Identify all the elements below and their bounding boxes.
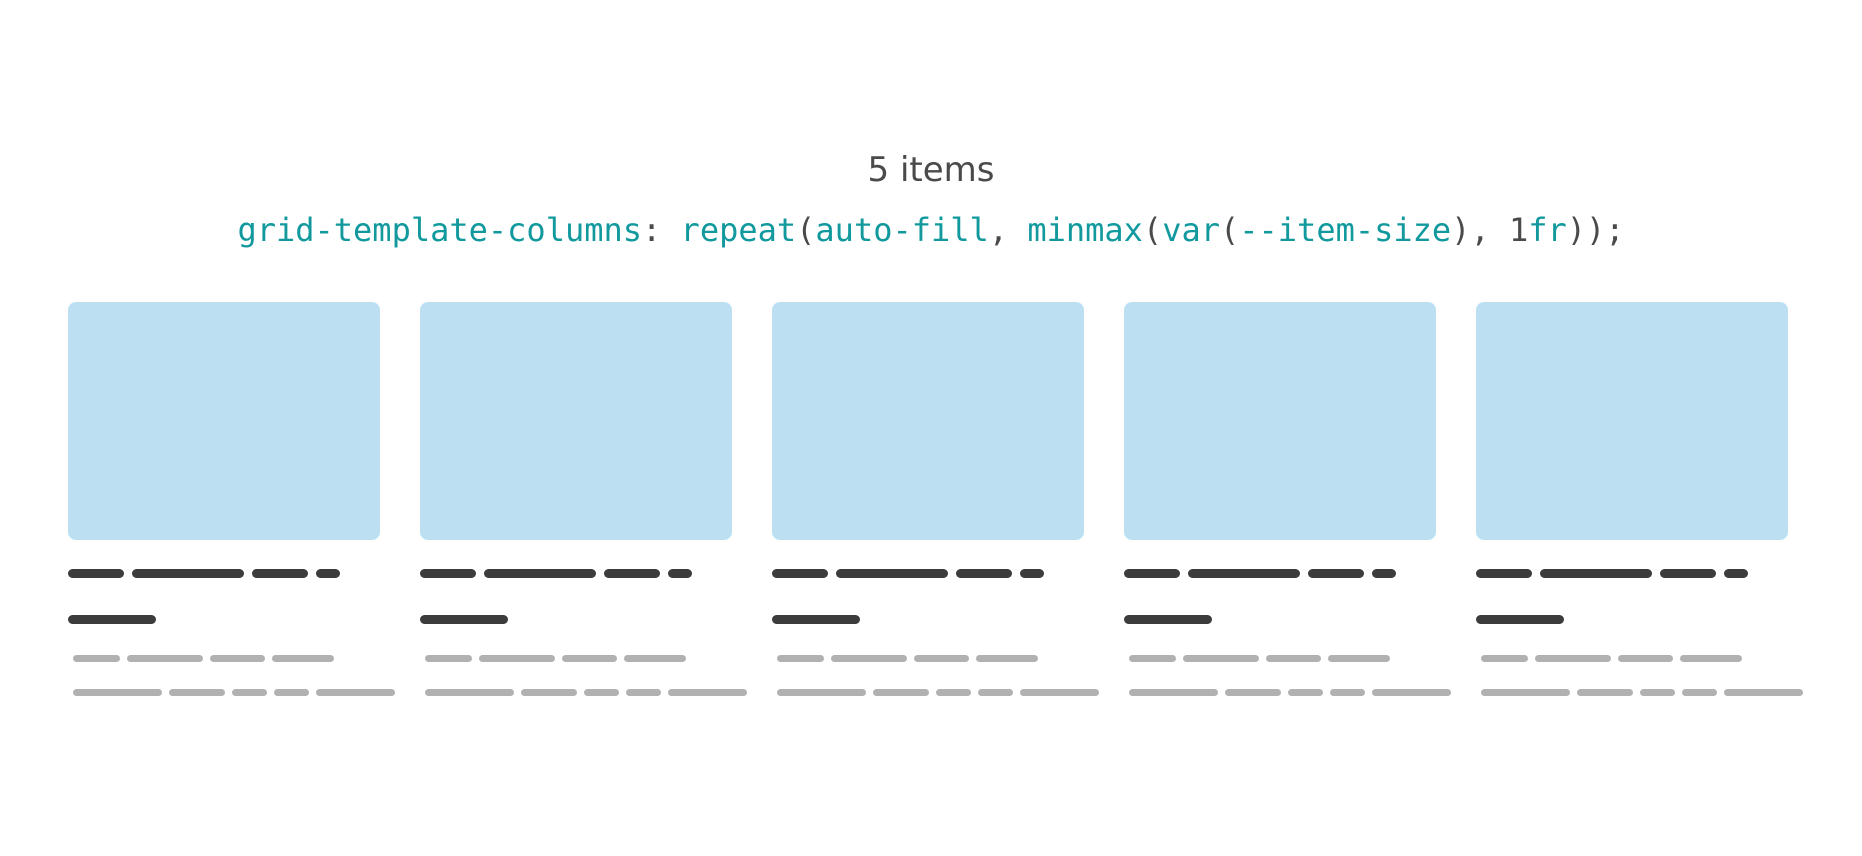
- grid-item-card: [1476, 302, 1803, 712]
- item-text-placeholder: [1640, 689, 1675, 696]
- item-text-placeholder: [1288, 689, 1323, 696]
- item-text-placeholder: [425, 655, 472, 662]
- item-text-placeholder: [1328, 655, 1390, 662]
- item-text-placeholder: [1020, 689, 1099, 696]
- item-text-placeholder: [976, 655, 1038, 662]
- item-text-placeholder: [777, 689, 866, 696]
- item-text-placeholder: [127, 655, 203, 662]
- code-keyword-token: fr: [1528, 211, 1567, 249]
- grid-item-card: [772, 302, 1099, 712]
- item-thumbnail-placeholder: [772, 302, 1084, 540]
- item-text-placeholder: [668, 689, 747, 696]
- item-title-placeholder: [836, 569, 948, 578]
- item-text-placeholder: [1682, 689, 1717, 696]
- item-title-placeholder: [956, 569, 1012, 578]
- item-title-placeholder: [484, 569, 596, 578]
- code-punctuation-token: ));: [1566, 211, 1625, 249]
- item-text-placeholder: [1225, 689, 1281, 696]
- item-text-placeholder: [316, 689, 395, 696]
- item-text-placeholder: [562, 655, 617, 662]
- item-title-placeholder: [1020, 569, 1044, 578]
- item-title-placeholder: [132, 569, 244, 578]
- code-keyword-token: var: [1162, 211, 1220, 249]
- item-text-placeholder: [1129, 689, 1218, 696]
- item-text-placeholder: [914, 655, 969, 662]
- item-text-placeholder: [272, 655, 334, 662]
- item-text-placeholder: [626, 689, 661, 696]
- item-text-placeholder: [274, 689, 309, 696]
- item-title-placeholder: [1124, 615, 1212, 624]
- item-title-placeholder: [68, 615, 156, 624]
- item-text-placeholder: [425, 689, 514, 696]
- item-text-placeholder: [1372, 689, 1451, 696]
- code-keyword-token: repeat: [680, 211, 797, 249]
- item-title-placeholder: [1476, 615, 1564, 624]
- item-title-placeholder: [1660, 569, 1716, 578]
- item-thumbnail-placeholder: [68, 302, 380, 540]
- item-title-placeholder: [1188, 569, 1300, 578]
- code-keyword-token: --item-size: [1239, 211, 1452, 249]
- grid-item-card: [68, 302, 395, 712]
- item-text-placeholder: [1724, 689, 1803, 696]
- code-punctuation-token: (: [1219, 211, 1240, 249]
- item-title-placeholder: [772, 569, 828, 578]
- item-text-placeholder: [479, 655, 555, 662]
- item-title-placeholder: [1540, 569, 1652, 578]
- item-text-placeholder: [1577, 689, 1633, 696]
- item-text-placeholder: [169, 689, 225, 696]
- item-text-placeholder: [73, 655, 120, 662]
- grid-item-card: [420, 302, 747, 712]
- item-thumbnail-placeholder: [1476, 302, 1788, 540]
- item-title-placeholder: [1124, 569, 1180, 578]
- item-title-placeholder: [668, 569, 692, 578]
- item-text-placeholder: [1183, 655, 1259, 662]
- item-text-placeholder: [831, 655, 907, 662]
- item-title-placeholder: [420, 615, 508, 624]
- items-grid: [68, 302, 1803, 712]
- grid-item-card: [1124, 302, 1451, 712]
- item-title-placeholder: [420, 569, 476, 578]
- item-text-placeholder: [777, 655, 824, 662]
- code-punctuation-token: (: [796, 211, 816, 249]
- item-text-placeholder: [1266, 655, 1321, 662]
- item-text-placeholder: [1481, 689, 1570, 696]
- item-title-placeholder: [1476, 569, 1532, 578]
- item-text-placeholder: [1680, 655, 1742, 662]
- item-title-placeholder: [252, 569, 308, 578]
- code-keyword-token: minmax: [1027, 211, 1143, 249]
- item-text-placeholder: [873, 689, 929, 696]
- item-text-placeholder: [521, 689, 577, 696]
- item-text-placeholder: [624, 655, 686, 662]
- code-punctuation-token: ,: [988, 211, 1028, 249]
- item-title-placeholder: [1724, 569, 1748, 578]
- code-punctuation-token: :: [642, 211, 681, 249]
- item-text-placeholder: [73, 689, 162, 696]
- code-keyword-token: grid-template-columns: [237, 211, 643, 249]
- item-title-placeholder: [604, 569, 660, 578]
- item-title-placeholder: [1372, 569, 1396, 578]
- item-text-placeholder: [1330, 689, 1365, 696]
- item-title-placeholder: [772, 615, 860, 624]
- item-title-placeholder: [316, 569, 340, 578]
- code-punctuation-token: (: [1142, 211, 1163, 249]
- code-punctuation-token: ), 1: [1451, 211, 1529, 249]
- item-text-placeholder: [1535, 655, 1611, 662]
- item-text-placeholder: [936, 689, 971, 696]
- item-title-placeholder: [68, 569, 124, 578]
- code-keyword-token: auto-fill: [815, 211, 989, 249]
- item-thumbnail-placeholder: [420, 302, 732, 540]
- item-text-placeholder: [584, 689, 619, 696]
- item-text-placeholder: [978, 689, 1013, 696]
- item-text-placeholder: [1481, 655, 1528, 662]
- item-text-placeholder: [232, 689, 267, 696]
- item-count-heading: 5 items: [867, 150, 995, 190]
- item-text-placeholder: [1618, 655, 1673, 662]
- item-title-placeholder: [1308, 569, 1364, 578]
- item-thumbnail-placeholder: [1124, 302, 1436, 540]
- item-text-placeholder: [1129, 655, 1176, 662]
- item-text-placeholder: [210, 655, 265, 662]
- css-code-snippet: grid-template-columns: repeat(auto-fill,…: [0, 207, 1862, 253]
